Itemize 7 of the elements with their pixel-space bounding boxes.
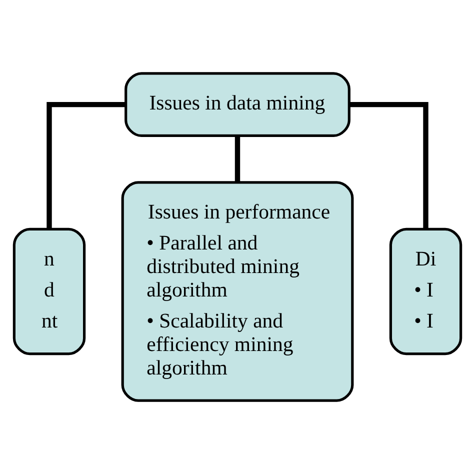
node-box: Issues in data mining	[124, 72, 350, 138]
node-box: n d nt	[12, 228, 86, 356]
node-box: Issues in performance • Parallel and distributed mining algorithm • Scalability and efficiency mining algorithm	[120, 181, 354, 402]
connector	[348, 102, 428, 229]
node-box: Di • I • I	[388, 228, 462, 356]
connector	[46, 102, 126, 229]
connector	[234, 136, 240, 182]
